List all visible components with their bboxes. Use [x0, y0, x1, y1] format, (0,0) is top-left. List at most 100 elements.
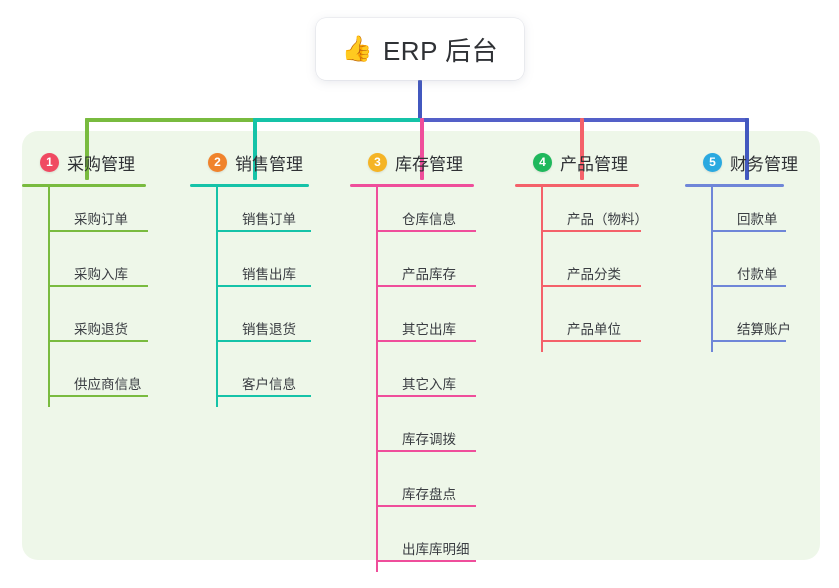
branch-number-badge: 3 [368, 152, 387, 172]
leaf-item[interactable]: 产品单位 [515, 297, 675, 352]
leaf-item-underline [48, 340, 148, 342]
branch-spine [216, 187, 218, 407]
connector-drop-3 [420, 118, 424, 180]
leaf-item-label: 产品库存 [402, 267, 456, 282]
leaf-item-label: 销售出库 [242, 267, 296, 282]
leaf-item[interactable]: 销售订单 [190, 187, 345, 242]
leaf-item[interactable]: 库存调拨 [350, 407, 510, 462]
leaf-item-label: 其它入库 [402, 377, 456, 392]
connector-drop-4 [580, 118, 584, 180]
branch-header-销售管理[interactable]: 2 销售管理 [190, 140, 345, 184]
leaf-item-label: 产品单位 [567, 322, 621, 337]
branch-spine [541, 187, 543, 352]
connector-bar-segment-2 [253, 118, 422, 122]
leaf-item[interactable]: 其它出库 [350, 297, 510, 352]
leaf-item[interactable]: 出库库明细 [350, 517, 510, 572]
leaf-item[interactable]: 结算账户 [685, 297, 820, 352]
branch-column-采购管理: 1 采购管理采购订单采购入库采购退货供应商信息 [22, 140, 182, 407]
branch-column-销售管理: 2 销售管理销售订单销售出库销售退货客户信息 [190, 140, 345, 407]
branch-title: 采购管理 [67, 154, 135, 174]
thumbs-up-icon: 👍 [341, 34, 373, 63]
branch-items: 采购订单采购入库采购退货供应商信息 [22, 187, 182, 407]
leaf-item-label: 库存盘点 [402, 487, 456, 502]
connector-bar-segment-1 [85, 118, 255, 122]
leaf-item-underline [216, 395, 311, 397]
leaf-item[interactable]: 采购入库 [22, 242, 182, 297]
leaf-item-label: 采购入库 [74, 267, 128, 282]
leaf-item-label: 其它出库 [402, 322, 456, 337]
leaf-item-underline [48, 395, 148, 397]
branch-items: 销售订单销售出库销售退货客户信息 [190, 187, 345, 407]
root-stem [418, 80, 422, 122]
connector-drop-1 [85, 118, 89, 180]
leaf-item-underline [541, 285, 641, 287]
leaf-item-underline [711, 340, 786, 342]
leaf-item-underline [48, 230, 148, 232]
leaf-item-underline [711, 230, 786, 232]
leaf-item-label: 产品分类 [567, 267, 621, 282]
leaf-item[interactable]: 其它入库 [350, 352, 510, 407]
leaf-item[interactable]: 产品库存 [350, 242, 510, 297]
leaf-item-label: 回款单 [737, 212, 778, 227]
leaf-item-label: 采购退货 [74, 322, 128, 337]
branch-items: 仓库信息产品库存其它出库其它入库库存调拨库存盘点出库库明细 [350, 187, 510, 572]
leaf-item-underline [376, 395, 476, 397]
leaf-item-underline [216, 340, 311, 342]
leaf-item-label: 供应商信息 [74, 377, 142, 392]
leaf-item[interactable]: 回款单 [685, 187, 820, 242]
branch-number-badge: 1 [40, 152, 59, 172]
branch-underline [22, 184, 146, 187]
leaf-item-underline [376, 450, 476, 452]
connector-drop-2 [253, 118, 257, 180]
leaf-item-underline [376, 560, 476, 562]
connector-bar-segment-3 [420, 118, 749, 122]
branches-panel [22, 131, 820, 560]
root-title: ERP 后台 [382, 35, 499, 66]
leaf-item[interactable]: 产品（物料） [515, 187, 675, 242]
leaf-item-label: 结算账户 [737, 322, 791, 337]
branch-underline [515, 184, 639, 187]
leaf-item-label: 产品（物料） [567, 212, 648, 227]
leaf-item-underline [216, 285, 311, 287]
branch-header-采购管理[interactable]: 1 采购管理 [22, 140, 182, 184]
branch-items: 产品（物料） 产品分类产品单位 [515, 187, 675, 352]
leaf-item-underline [376, 285, 476, 287]
branch-spine [48, 187, 50, 407]
leaf-item[interactable]: 销售出库 [190, 242, 345, 297]
root-node[interactable]: 👍 ERP 后台 [316, 18, 524, 80]
leaf-item-underline [541, 230, 641, 232]
leaf-item[interactable]: 供应商信息 [22, 352, 182, 407]
branch-number-badge: 2 [208, 152, 227, 172]
leaf-item-underline [376, 230, 476, 232]
leaf-item-label: 销售退货 [242, 322, 296, 337]
branch-underline [190, 184, 309, 187]
leaf-item-underline [48, 285, 148, 287]
branch-underline [685, 184, 784, 187]
leaf-item[interactable]: 仓库信息 [350, 187, 510, 242]
leaf-item[interactable]: 库存盘点 [350, 462, 510, 517]
leaf-item-label: 销售订单 [242, 212, 296, 227]
leaf-item[interactable]: 采购退货 [22, 297, 182, 352]
branch-title: 产品管理 [560, 154, 628, 174]
leaf-item-label: 付款单 [737, 267, 778, 282]
leaf-item-label: 出库库明细 [402, 542, 470, 557]
leaf-item[interactable]: 产品分类 [515, 242, 675, 297]
leaf-item[interactable]: 客户信息 [190, 352, 345, 407]
branch-underline [350, 184, 474, 187]
leaf-item[interactable]: 采购订单 [22, 187, 182, 242]
branch-items: 回款单付款单结算账户 [685, 187, 820, 352]
leaf-item-label: 库存调拨 [402, 432, 456, 447]
branch-title: 财务管理 [730, 154, 798, 174]
branch-spine [376, 187, 378, 572]
leaf-item-underline [216, 230, 311, 232]
leaf-item[interactable]: 付款单 [685, 242, 820, 297]
leaf-item-label: 客户信息 [242, 377, 296, 392]
leaf-item[interactable]: 销售退货 [190, 297, 345, 352]
branch-title: 销售管理 [235, 154, 303, 174]
